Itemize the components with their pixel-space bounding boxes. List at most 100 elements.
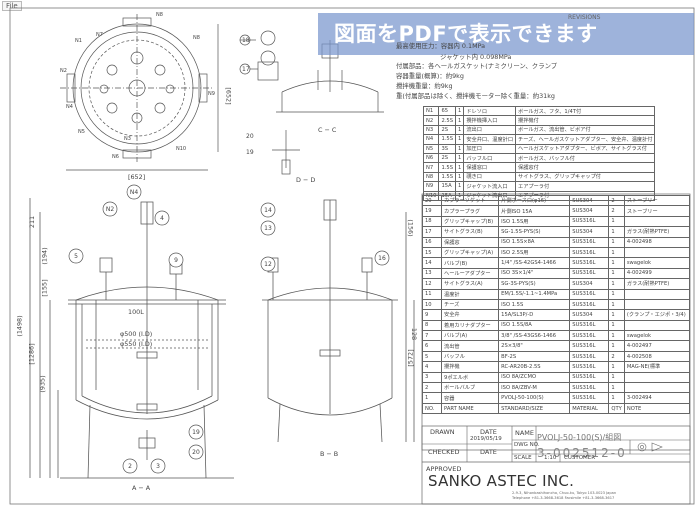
parts-cell: SG-3S-PYS(S) [498, 278, 571, 290]
parts-cell: バルブ(A) [441, 330, 500, 342]
parts-cell: 11 [421, 288, 443, 300]
svg-text:N4: N4 [130, 189, 138, 196]
nozzle-cell: 3S [438, 143, 457, 154]
view-label-cc: C − C [318, 126, 337, 134]
svg-text:19: 19 [246, 149, 254, 156]
pdf-view-banner[interactable]: 図面をPDFで表示できます [318, 13, 694, 55]
address-line-2: Telephone +81-3-3668-3618 Facsimile +81-… [512, 496, 615, 500]
drawn-date-value: 2019/05/19 [470, 436, 502, 442]
svg-text:12: 12 [264, 261, 272, 268]
header-standard-size: STANDARD/SIZE [498, 402, 571, 415]
header-no: NO. [421, 402, 443, 415]
top-view [60, 14, 219, 171]
svg-text:N9: N9 [208, 91, 215, 97]
dim-155: [155] [40, 279, 49, 297]
parts-cell: 1 [608, 319, 625, 332]
parts-cell: SUS316L [569, 361, 610, 373]
parts-cell: 保護窓 [441, 236, 500, 248]
parts-cell: 16 [421, 236, 443, 248]
header-material: MATERIAL [569, 402, 610, 415]
parts-cell [623, 298, 691, 311]
parts-cell: ストーブリー [623, 194, 691, 207]
scale-label: SCALE [514, 455, 532, 461]
parts-cell: バッフル [441, 350, 500, 363]
parts-cell: グリップキャップ(B) [441, 215, 500, 228]
file-tab[interactable]: File [2, 1, 22, 11]
nozzle-cell: 攪拌機付 [515, 115, 656, 126]
nozzle-cell: N5 [422, 143, 440, 154]
view-label-dd: D − D [296, 176, 316, 184]
parts-cell: PVOLJ-50-100(S) [498, 392, 571, 404]
parts-cell: ガラス(耐熱PTFE) [623, 278, 691, 290]
parts-cell: 4-002498 [623, 236, 691, 248]
parts-cell: SUS304 [569, 278, 610, 290]
parts-cell: 1 [608, 236, 625, 248]
svg-text:20: 20 [246, 133, 254, 140]
parts-cell: SUS316L [569, 392, 610, 404]
svg-text:N3: N3 [124, 136, 131, 142]
parts-cell: グリップキャップ(A) [441, 246, 500, 259]
revisions-label: REVISIONS [568, 14, 601, 21]
parts-cell: 1/4" /SS-42GS4-1466 [498, 257, 571, 269]
svg-text:N8: N8 [156, 12, 163, 18]
svg-text:N1: N1 [75, 38, 82, 44]
svg-text:N2: N2 [60, 68, 67, 74]
parts-cell: RC-AR20B-2.5S [498, 361, 571, 373]
parts-cell: 温度計 [441, 288, 500, 300]
nozzle-cell: N1 [422, 105, 440, 117]
parts-cell [623, 371, 691, 384]
nozzle-cell: 1.5S [438, 162, 457, 173]
parts-cell: 6 [421, 340, 443, 352]
parts-cell: 4-002508 [623, 350, 691, 363]
dim-volume: 100L [128, 308, 144, 316]
nozzle-cell: ボールガス、バッフル付 [515, 152, 656, 164]
nozzle-cell: 65 [438, 105, 457, 117]
parts-cell: SG-1.5S-PYS(S) [498, 226, 571, 238]
parts-cell: ISO 1.5S×8A [498, 236, 571, 248]
parts-cell: 3-002494 [623, 392, 691, 404]
parts-cell: SUS316L [569, 288, 610, 300]
nozzle-cell: N3 [422, 124, 440, 136]
name-label: NAME [515, 429, 535, 437]
parts-cell: 9ポエルボ [441, 371, 500, 384]
nozzle-cell: N4 [422, 134, 440, 145]
parts-cell: 8 [421, 319, 443, 332]
parts-cell: swagelok [623, 257, 691, 269]
nozzle-cell: 1.5S [438, 134, 457, 145]
svg-text:13: 13 [264, 225, 272, 232]
dim-572: [572] [406, 349, 415, 367]
parts-cell: 1 [421, 392, 443, 404]
spec-line-6: 重(付属部品は除く、攪拌機モーター除く重量：約31kg [396, 92, 555, 100]
parts-cell: 17 [421, 226, 443, 238]
svg-text:N7: N7 [96, 32, 103, 38]
parts-cell: サイトグラス(A) [441, 278, 500, 290]
svg-text:N5: N5 [78, 129, 85, 135]
parts-cell: 流出管 [441, 340, 500, 352]
parts-cell: カプラープラグ [441, 205, 500, 217]
parts-cell: ISO 3S×1/4" [498, 267, 571, 280]
drawing-number: 3-002512-0 [537, 446, 627, 460]
parts-cell: 20 [421, 194, 443, 207]
parts-cell: 2 [608, 350, 625, 363]
parts-cell: ISO 2.5S用 [498, 246, 571, 259]
parts-cell: SUS316L [569, 371, 610, 384]
parts-cell: ボールバルブ [441, 382, 500, 394]
parts-cell: 18 [421, 215, 443, 228]
parts-cell: 9 [421, 309, 443, 321]
spec-line-4: 容器重量(概算)：約9kg [396, 72, 464, 80]
nozzle-cell: ヘールガスケットアダプター、ビボア、サイトグラス付 [515, 143, 656, 154]
svg-text:19: 19 [192, 429, 200, 436]
nozzle-cell: ボールガス、フタ、1/4T付 [515, 105, 656, 117]
parts-cell: 1 [608, 278, 625, 290]
nozzle-cell: ドレソロ [463, 105, 517, 117]
drawn-date-label: DATE [480, 428, 497, 436]
